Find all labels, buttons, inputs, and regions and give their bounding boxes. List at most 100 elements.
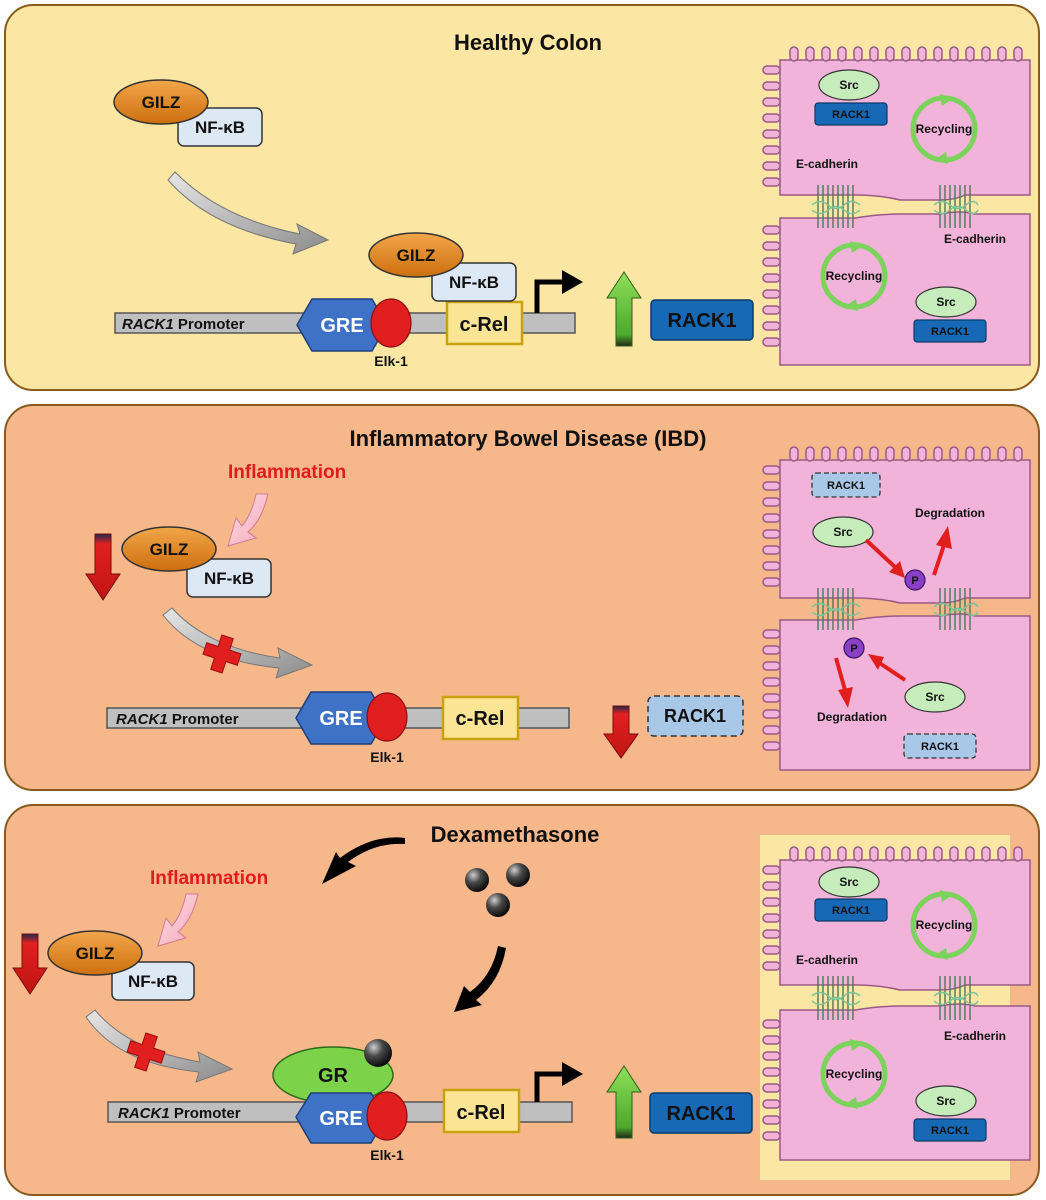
upregulation-arrow [606, 271, 642, 347]
cell-rack1-label: RACK1 [827, 480, 865, 492]
gilz-ellipse [121, 526, 217, 572]
recycling-icon [820, 1039, 888, 1109]
degradation-arrow [932, 544, 946, 576]
transcription-arrowhead [562, 1062, 583, 1086]
gilz-label: GILZ [150, 540, 189, 559]
ecadherin-label-top: E-cadherin [796, 157, 858, 171]
recycling-label: Recycling [916, 122, 973, 136]
cell-rack1-box [814, 102, 888, 126]
phosphorylation-arrow [864, 538, 897, 569]
gilz-label: GILZ [76, 944, 115, 963]
panel-healthy-title: Healthy Colon [454, 30, 602, 55]
nfkb-label: NF-κB [195, 118, 245, 137]
crel-label: c-Rel [456, 708, 505, 730]
recycling-label: Recycling [826, 269, 883, 283]
promoter-label: RACK1 Promoter [116, 711, 239, 728]
promoter-label: RACK1 Promoter [122, 316, 245, 333]
ibd-epithelial-cells: RACK1 Src P Degradation P Src Degradatio… [762, 446, 1031, 771]
crel-label: c-Rel [457, 1102, 506, 1124]
gilz-ellipse [47, 930, 143, 976]
src-ellipse [818, 69, 880, 101]
blocked-translocation-arrow [85, 1009, 234, 1083]
src-label: Src [839, 875, 859, 889]
ecadherin-junction-right [933, 588, 979, 630]
recycling-icon [910, 890, 978, 960]
rack1-label: RACK1 [668, 310, 737, 332]
gilz-label: GILZ [142, 93, 181, 112]
panel-dex-title: Dexamethasone [431, 822, 600, 847]
inflammation-arrow [157, 893, 199, 947]
arrowhead [838, 687, 853, 708]
elk1-label: Elk-1 [370, 1147, 404, 1163]
ecadherin-label-top: E-cadherin [796, 953, 858, 967]
phospho-icon [904, 569, 926, 591]
cell-rack1-box [814, 898, 888, 922]
gr-label: GR [318, 1065, 349, 1087]
panel-ibd: Inflammatory Bowel Disease (IBD) Inflamm… [4, 404, 1040, 791]
ecadherin-label-bottom: E-cadherin [944, 1029, 1006, 1043]
lower-cell [779, 1003, 1031, 1161]
downregulation-arrow [85, 533, 121, 601]
elk1-label: Elk-1 [370, 749, 404, 765]
cell-rack1-box [913, 319, 987, 343]
ecadherin-junction-left [811, 185, 861, 228]
phospho-icon [843, 637, 865, 659]
translocation-arrow [167, 171, 330, 255]
gre-label: GRE [319, 708, 362, 730]
phospho-label: P [911, 575, 918, 587]
upregulation-arrow [606, 1065, 642, 1139]
transcription-arrowhead [562, 270, 583, 294]
src-ellipse [915, 1085, 977, 1117]
gilz-bound-label: GILZ [397, 246, 436, 265]
transcription-start-arrow [534, 279, 565, 313]
downregulation-arrow [12, 933, 48, 995]
dexamethasone-to-inflammation-arrow [322, 837, 405, 884]
nfkb-bound-label: NF-κB [449, 273, 499, 292]
degradation-arrow [834, 657, 847, 691]
nfkb-bound-box [431, 262, 517, 302]
ecadherin-junction-right [933, 185, 979, 228]
panel-dexamethasone: Dexamethasone Inflammation NF-κB GILZ RA… [4, 804, 1040, 1196]
gre-label: GRE [320, 315, 363, 337]
cell-rack1-label: RACK1 [832, 905, 870, 917]
dexamethasone-bound-icon [364, 1039, 392, 1067]
nfkb-box [177, 107, 263, 147]
rack1-label: RACK1 [667, 1103, 736, 1125]
blocked-translocation-arrow [162, 607, 314, 679]
dexamethasone-molecule-icon [506, 863, 530, 887]
recycling-label: Recycling [826, 1067, 883, 1081]
ecadherin-label-bottom: E-cadherin [944, 232, 1006, 246]
src-ellipse [818, 866, 880, 898]
cell-rack1-label: RACK1 [832, 109, 870, 121]
phospho-label: P [850, 643, 857, 655]
arrowhead [936, 526, 952, 549]
cell-rack1-label: RACK1 [921, 741, 959, 753]
dexamethasone-molecule-icon [465, 868, 489, 892]
panel-ibd-title: Inflammatory Bowel Disease (IBD) [350, 426, 707, 451]
rack1-dashed-box [647, 695, 744, 737]
upper-cell [762, 46, 1031, 201]
healthy-epithelial-cells: Src RACK1 Recycling E-cadherin E-cadheri… [762, 46, 1031, 366]
recycling-icon [820, 241, 888, 311]
degradation-label: Degradation [817, 710, 887, 724]
src-label: Src [833, 525, 853, 539]
gre-label: GRE [319, 1108, 362, 1130]
cell-rack1-dashed-box [903, 733, 977, 759]
src-ellipse [904, 681, 966, 713]
recycling-label: Recycling [916, 918, 973, 932]
inflammation-label: Inflammation [228, 462, 346, 483]
gilz-bound-ellipse [368, 232, 464, 278]
panel-healthy: Healthy Colon NF-κB GILZ RACK1 Promoter … [4, 4, 1040, 391]
downregulation-arrow [603, 705, 639, 759]
ecadherin-junction-right [933, 976, 979, 1020]
src-label: Src [936, 1094, 956, 1108]
elk1-ellipse [366, 1091, 408, 1141]
src-label: Src [839, 78, 859, 92]
upper-cell [779, 859, 1031, 991]
src-label: Src [936, 295, 956, 309]
src-ellipse [812, 516, 874, 548]
transcription-start-arrow [534, 1071, 565, 1102]
arrowhead [868, 654, 884, 670]
dexamethasone-to-gr-arrow [454, 946, 506, 1012]
nfkb-box [111, 961, 195, 1001]
